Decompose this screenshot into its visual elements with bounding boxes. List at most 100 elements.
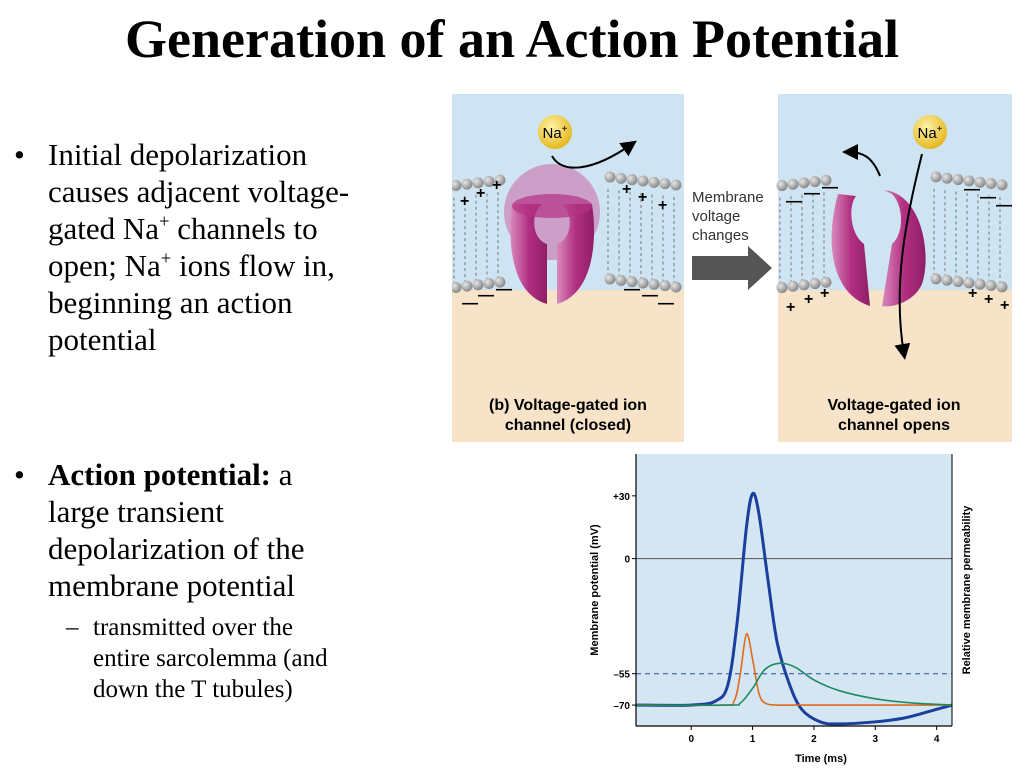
lipid-head (637, 175, 649, 187)
series-na-permeability (635, 633, 952, 707)
x-tick-label: 1 (750, 734, 756, 745)
svg-text:—: — (980, 189, 996, 206)
lipid-head (483, 175, 495, 187)
bullet1-line1: Initial depolarization (48, 137, 308, 172)
lipid-head (974, 278, 986, 290)
lipid-head (809, 176, 821, 188)
lipid-head (963, 175, 975, 187)
dash-marker: – (66, 614, 79, 641)
bullet-initial-depolarization: • Initial depolarization causes adjacent… (8, 136, 438, 358)
y-tick-label: +30 (613, 492, 630, 503)
svg-text:+: + (460, 193, 469, 210)
svg-text:+: + (492, 177, 501, 194)
lipid-head (648, 176, 660, 188)
svg-text:+: + (786, 299, 795, 316)
svg-text:—: — (822, 179, 838, 196)
svg-text:Na+: Na+ (917, 124, 942, 142)
y-tick-label: 0 (624, 555, 630, 566)
svg-text:—: — (996, 197, 1012, 214)
bullet2-line2: large transient (48, 494, 224, 529)
lipid-head (952, 174, 964, 186)
lipid-head (787, 280, 799, 292)
lipid-head (670, 179, 682, 191)
bullet1-line4: open; Na+ ions flow in, (48, 248, 335, 283)
svg-text:—: — (478, 287, 494, 304)
series-membrane-potential (635, 491, 953, 726)
svg-text:+: + (622, 181, 631, 198)
bullet2-line4: membrane potential (48, 568, 296, 603)
svg-text:—: — (786, 193, 802, 210)
series-k-permeability (635, 662, 953, 707)
sub-line3: down the T tubules) (93, 676, 293, 703)
lipid-head (985, 178, 997, 190)
svg-text:—: — (964, 181, 980, 198)
lipid-head (798, 177, 810, 189)
y-tick-label: –55 (613, 670, 630, 681)
bullet2-line3: depolarization of the (48, 531, 305, 566)
lipid-head (809, 278, 821, 290)
sub-line2: entire sarcolemma (and (93, 645, 328, 672)
lipid-head (615, 274, 627, 286)
lipid-head (996, 281, 1008, 293)
svg-text:—: — (462, 295, 478, 312)
sub-bullet-transmitted: – transmitted over the entire sarcolemma… (8, 612, 428, 705)
open-channel-panel: Na+ ——— ——— +++ +++ Voltage-gated ion ch… (776, 94, 1012, 442)
bullet2-line1: Action potential: a (48, 457, 293, 492)
bullet1-line2: causes adjacent voltage- (48, 174, 350, 209)
lipid-head (941, 274, 953, 286)
y-axis-label-right: Relative membrane permeability (961, 505, 973, 675)
lipid-head (461, 280, 473, 292)
bullet-marker: • (14, 457, 25, 492)
caption-open-line1: Voltage-gated ion (827, 397, 960, 414)
lipid-head (452, 179, 462, 191)
svg-text:+: + (476, 185, 485, 202)
svg-text:Na+: Na+ (542, 124, 567, 142)
closed-channel-panel: Na+ +++ +++ ——— ——— (b) Voltage-gated io… (452, 94, 684, 442)
lipid-head (604, 171, 616, 183)
svg-text:—: — (624, 281, 640, 298)
svg-text:Membrane: Membrane (692, 189, 764, 206)
lipid-head (996, 179, 1008, 191)
svg-text:+: + (638, 189, 647, 206)
channel-closed-left-half (510, 204, 547, 304)
slide-title: Generation of an Action Potential (125, 9, 899, 69)
sub-line1: transmitted over the (93, 614, 293, 641)
lipid-head (787, 178, 799, 190)
lipid-head (776, 282, 788, 294)
lipid-head (637, 277, 649, 289)
lipid-head (494, 276, 506, 288)
lipid-head (659, 280, 671, 292)
svg-text:+: + (1000, 297, 1009, 314)
lipid-head (985, 280, 997, 292)
membrane-voltage-arrow: Membrane voltage changes (692, 189, 772, 290)
lipid-head (452, 281, 462, 293)
svg-text:—: — (496, 281, 512, 298)
bullet1-line3: gated Na+ channels to (48, 211, 318, 246)
lipid-head (604, 273, 616, 285)
bullet-marker: • (14, 137, 25, 172)
voltage-gated-channel-figure: Na+ +++ +++ ——— ——— (b) Voltage-gated io… (452, 94, 1012, 442)
x-tick-label: 3 (873, 734, 879, 745)
svg-text:changes: changes (692, 227, 749, 244)
bullet1-line5: beginning an action (48, 285, 293, 320)
lipid-head (930, 273, 942, 285)
lipid-head (963, 277, 975, 289)
lipid-head (461, 178, 473, 190)
svg-text:—: — (804, 185, 820, 202)
svg-text:+: + (658, 197, 667, 214)
y-axis-label: Membrane potential (mV) (589, 524, 601, 656)
lipid-head (670, 281, 682, 293)
bullet1-line6: potential (48, 322, 157, 357)
lipid-head (626, 174, 638, 186)
lipid-head (659, 178, 671, 190)
caption-open-line2: channel opens (838, 417, 950, 434)
lipid-head (941, 172, 953, 184)
lipid-head (974, 176, 986, 188)
x-tick-label: 2 (811, 734, 817, 745)
svg-text:+: + (820, 285, 829, 302)
y-tick-label: –70 (613, 701, 630, 712)
lipid-head (472, 279, 484, 291)
lipid-head (798, 279, 810, 291)
lipid-head (494, 174, 506, 186)
svg-text:+: + (984, 291, 993, 308)
